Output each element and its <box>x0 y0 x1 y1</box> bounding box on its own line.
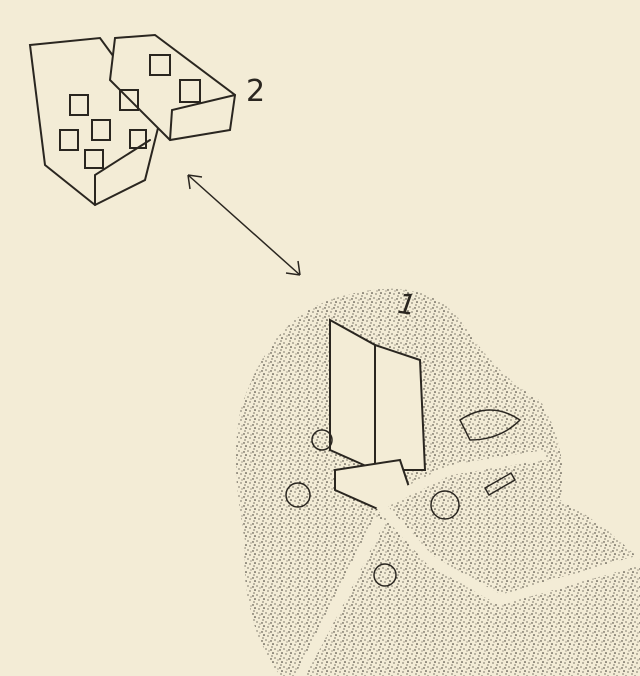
trees <box>285 409 522 587</box>
label-dense-city: 2 <box>246 74 266 109</box>
dense-city-blocks <box>28 33 237 207</box>
roads <box>295 450 640 676</box>
tower-building <box>329 318 427 512</box>
double-arrow <box>187 174 301 276</box>
